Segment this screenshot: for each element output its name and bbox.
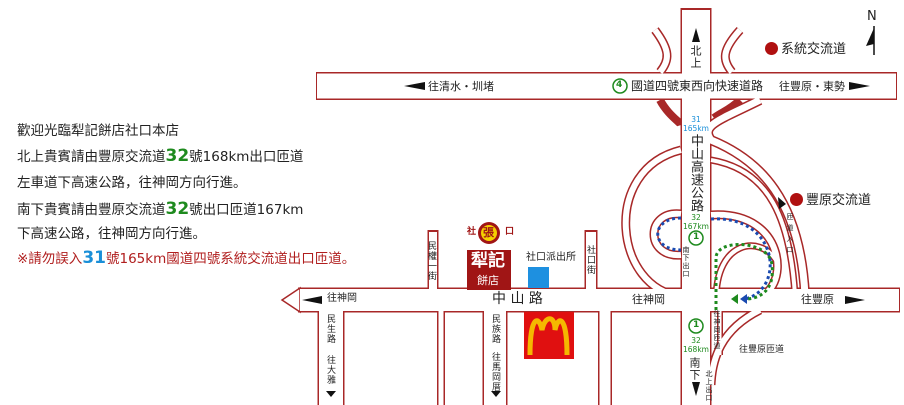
shield-number: 4 — [616, 80, 623, 90]
to-shengang-east-label: 往神岡 — [632, 293, 665, 306]
intro-line-5: 下高速公路，往神岡方向行進。 — [17, 226, 206, 242]
red-dot-icon — [765, 42, 778, 55]
minquan-street-label: 民權一街 — [426, 241, 436, 281]
compass-label: N — [867, 9, 877, 24]
arrow-west-shengang — [302, 296, 322, 304]
text: 號165km國道四號系統交流道出口匝道。 — [105, 251, 356, 267]
freeway4-shield-icon — [612, 78, 628, 94]
arrow-north — [692, 28, 700, 42]
store-top-right: 口 — [505, 227, 515, 237]
ramp-entry-label: 匝道入口 — [786, 213, 794, 257]
minzu-road-label: 民族路 — [490, 314, 500, 344]
text: 168km — [683, 345, 709, 354]
store-top-left: 社 — [467, 227, 477, 237]
text: 31 — [691, 115, 701, 124]
north-exit-label: 北上出口 — [705, 370, 713, 402]
text: 南下貴賓請由豐原交流道 — [17, 202, 166, 218]
south-label: 南下 — [688, 357, 701, 381]
text: 系統交流道 — [781, 42, 847, 57]
text: 豐原交流道 — [806, 193, 872, 208]
to-shengang-ramp-label: 往神岡匝道 — [713, 310, 721, 350]
shekou-street-label: 社口街 — [585, 245, 595, 275]
store-sign — [467, 250, 511, 290]
intro-line-4: 南下貴賓請由豐原交流道32號出口匝道167km — [17, 198, 303, 219]
freeway1-shield-north-icon — [688, 230, 704, 246]
intro-line-3: 左車道下高速公路，往神岡方向行進。 — [17, 175, 247, 191]
text: ※請勿誤入 — [17, 251, 83, 267]
arrow-blue — [740, 294, 747, 304]
south-exit-label: 南下出口 — [682, 246, 690, 278]
freeway4-label: 國道四號東西向快速道路 — [631, 79, 764, 93]
text: 號出口匝道167km — [189, 202, 304, 218]
intro-line-2: 北上貴賓請由豐原交流道32號168km出口匝道 — [17, 145, 303, 166]
to-majuanli-label: 往馬岡厝 — [490, 352, 500, 392]
text: 165km — [683, 124, 709, 133]
to-shengang-west-label: 往神岡 — [327, 293, 357, 304]
arrow-east-dongshi — [849, 82, 870, 90]
legend-system-interchange: 系統交流道 — [765, 42, 846, 56]
zhongshan-freeway-label: 中山高速公路 — [688, 134, 703, 212]
police-station-label: 社口派出所 — [526, 252, 576, 263]
shield-number: 1 — [693, 232, 700, 242]
blue-route — [656, 216, 772, 301]
store-sub: 餅店 — [477, 274, 499, 287]
intro-line-1: 歡迎光臨犁記餅店社口本店 — [17, 123, 179, 139]
text: 167km — [683, 222, 709, 231]
zhongshan-road-label: 中 山 路 — [492, 291, 543, 307]
police-station-marker — [528, 267, 549, 288]
store-seal-text: 張 — [483, 226, 494, 239]
to-qingshui-label: 往清水・圳堵 — [428, 80, 494, 93]
to-daya-label: 往大雅 — [325, 355, 335, 385]
store-name: 犁記 — [471, 251, 505, 271]
to-fengyuan-label: 往豐原 — [801, 293, 834, 306]
arrow-west-qingshui — [404, 82, 425, 90]
arrow-ramp-entry — [778, 197, 786, 209]
arrow-green — [731, 294, 738, 304]
text: 北上貴賓請由豐原交流道 — [17, 149, 166, 165]
text: 32 — [691, 336, 701, 345]
to-fengyuan-ramp-label: 往豐原匝道 — [739, 345, 785, 355]
red-dot-icon — [790, 193, 803, 206]
arrow-south-daya — [326, 391, 336, 397]
minsheng-road-label: 民生路 — [325, 314, 335, 344]
text: 號168km出口匝道 — [189, 149, 304, 165]
legend-fengyuan-interchange: 豐原交流道 — [790, 193, 871, 207]
north-label: 北上 — [689, 45, 702, 69]
north-arrow-icon — [866, 26, 875, 55]
warning-line: ※請勿誤入31號165km國道四號系統交流道出口匝道。 — [17, 247, 355, 268]
exit-number: 31 — [82, 248, 106, 268]
shield-number: 1 — [693, 320, 700, 330]
exit-number: 32 — [165, 146, 190, 166]
arrow-east-fengyuan — [845, 296, 865, 304]
green-route — [714, 243, 774, 310]
freeway1-shield-south-icon — [688, 318, 704, 334]
exit-number: 32 — [165, 199, 190, 219]
to-fengyuan-dongshi-label: 往豐原・東勢 — [779, 80, 845, 93]
text: 32 — [691, 213, 701, 222]
arrow-south-majuanli — [491, 391, 501, 397]
arrow-south — [692, 382, 700, 396]
